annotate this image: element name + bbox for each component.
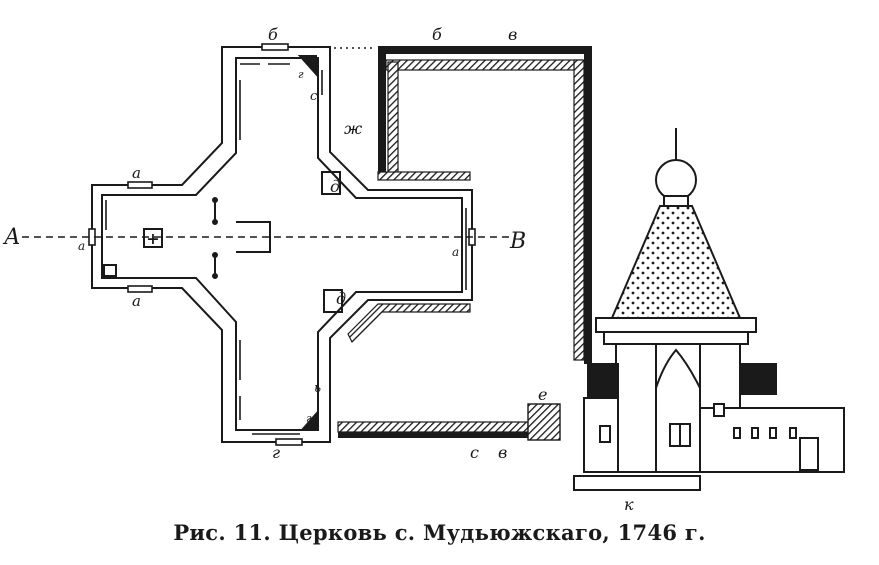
label-g-top: г — [298, 68, 304, 81]
tent-roof — [610, 205, 742, 319]
dome — [655, 159, 697, 201]
label-k-elevation: к — [624, 495, 634, 514]
label-v-corner-top: с — [310, 89, 318, 104]
label-a-right: а — [452, 245, 459, 259]
label-g-bottom: г — [306, 412, 312, 425]
plan-outer-wall — [91, 46, 473, 443]
plan-inner-step — [236, 221, 271, 253]
label-d-bottom: д — [336, 289, 346, 308]
label-v-top-1: б — [432, 25, 442, 44]
label-b-bottom: г — [272, 443, 280, 462]
label-b-top: б — [268, 25, 278, 44]
enclosure-walls — [334, 46, 592, 441]
label-a-left: а — [78, 239, 85, 253]
plan-inner-wall — [101, 57, 463, 431]
church-elevation — [573, 128, 845, 491]
church-floor-plan — [91, 46, 473, 443]
label-zh: ж — [344, 119, 363, 138]
label-a-bottom: а — [132, 292, 141, 310]
plan-windows — [88, 43, 476, 446]
label-v-top-2: в — [508, 25, 517, 44]
label-v-bottom: в — [498, 443, 507, 462]
label-a-top: а — [132, 164, 141, 182]
label-v-corner-bottom: ь — [314, 381, 321, 396]
altar-box — [143, 228, 163, 248]
plan-labels: А В а а а а б г б в г г д д ж с ь с в е … — [2, 25, 634, 514]
label-c-bottom: с — [470, 443, 479, 462]
label-section-right: В — [509, 229, 526, 254]
figure-caption: Рис. 11. Церковь с. Мудьюжскаго, 1746 г. — [173, 520, 706, 545]
label-section-left: А — [2, 225, 21, 250]
plan-furnishings — [103, 55, 343, 431]
plan-wall-marks — [105, 63, 467, 435]
altar-plus-icon: + — [146, 229, 159, 248]
label-d-top: д — [330, 177, 340, 196]
label-e-stair: е — [538, 385, 547, 404]
